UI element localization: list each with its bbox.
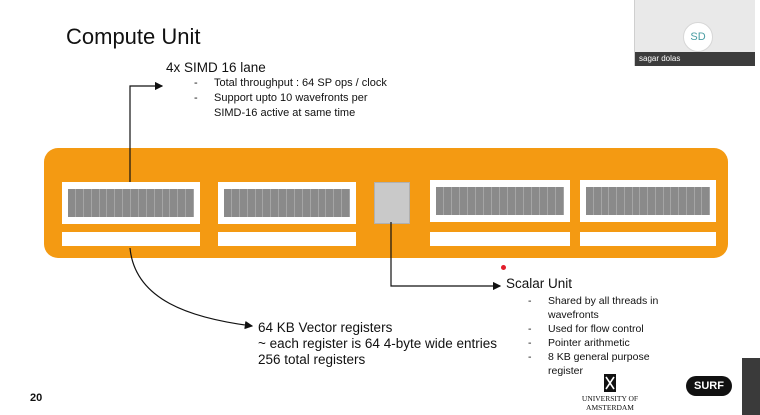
scalar-unit-heading: Scalar Unit (506, 276, 573, 291)
vector-register-bar-2 (218, 232, 356, 246)
simd-bullet-wavefronts: Support upto 10 wavefronts per SIMD-16 a… (190, 91, 400, 121)
surf-logo: SURF (686, 376, 732, 396)
simd-lanes (224, 189, 350, 217)
simd-unit-1 (62, 182, 200, 224)
slide-title: Compute Unit (66, 24, 201, 49)
vector-register-bar-1 (62, 232, 200, 246)
page-number: 20 (30, 392, 43, 404)
scalar-bullet-pointer: Pointer arithmetic (524, 336, 664, 350)
vector-register-callout-arrow (129, 247, 254, 330)
avatar: SD (683, 22, 713, 52)
participant-name: sagar dolas (635, 52, 755, 66)
simd-unit-4 (580, 180, 716, 222)
university-logo: UNIVERSITY OF AMSTERDAM (560, 374, 660, 412)
simd-lanes (586, 187, 710, 215)
vector-register-bar-4 (580, 232, 716, 246)
simd-bullets: Total throughput : 64 SP ops / clock Sup… (190, 76, 400, 121)
scalar-unit-bullets: Shared by all threads in wavefronts Used… (524, 294, 664, 378)
vector-registers-line-1: 64 KB Vector registers (258, 320, 393, 335)
scalar-bullet-flow-control: Used for flow control (524, 322, 664, 336)
scalar-unit-box (374, 182, 410, 224)
uva-crest-icon (604, 374, 616, 392)
vector-registers-line-3: 256 total registers (258, 352, 366, 367)
scalar-callout-arrow (390, 222, 502, 291)
university-logo-text: UNIVERSITY OF AMSTERDAM (581, 394, 639, 412)
vector-register-bar-3 (430, 232, 570, 246)
simd-lanes (68, 189, 194, 217)
vector-registers-text: 64 KB Vector registers ~ each register i… (258, 320, 497, 368)
simd-unit-3 (430, 180, 570, 222)
simd-unit-2 (218, 182, 356, 224)
laser-pointer-dot (501, 265, 506, 270)
scalar-bullet-register: 8 KB general purpose register (524, 350, 664, 378)
video-tile[interactable]: SD sagar dolas (634, 0, 755, 66)
scalar-bullet-shared: Shared by all threads in wavefronts (524, 294, 664, 322)
simd-callout-arrow (129, 81, 164, 182)
simd-bullet-throughput: Total throughput : 64 SP ops / clock (190, 76, 400, 91)
simd-lanes (436, 187, 564, 215)
vector-registers-line-2: ~ each register is 64 4-byte wide entrie… (258, 336, 497, 351)
side-panel-tab[interactable] (742, 358, 760, 415)
simd-heading: 4x SIMD 16 lane (166, 60, 266, 75)
